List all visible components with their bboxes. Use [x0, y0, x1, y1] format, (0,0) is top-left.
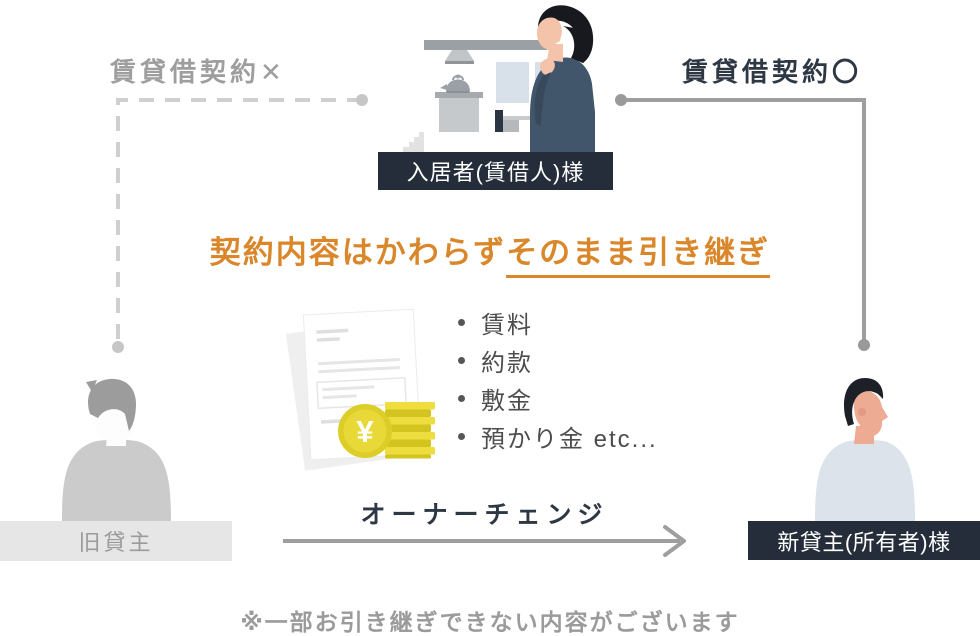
bullet-dot-icon [458, 356, 465, 364]
new-landlord-hair [843, 378, 884, 426]
svg-text:¥: ¥ [356, 414, 374, 449]
headline: 契約内容はかわらずそのまま引き継ぎ [0, 227, 980, 278]
bullet-dot-icon [458, 318, 465, 326]
old-contract-dashed-connector [112, 94, 368, 353]
tenant-arm [534, 72, 551, 126]
handover-items-list: 賃料 約款 敷金 預かり金 etc... [452, 303, 658, 455]
tenant-label: 入居者(賃借人)様 [378, 152, 613, 190]
owner-change-label: オーナーチェンジ [360, 501, 609, 529]
new-landlord-illustration [815, 378, 915, 521]
new-landlord-body [815, 439, 915, 521]
new-landlord-face [853, 390, 888, 437]
new-landlord-person [815, 378, 915, 521]
list-item-label: 約款 [481, 349, 533, 377]
tenant-face [537, 17, 562, 52]
old-landlord-body [62, 439, 171, 521]
bullet-dot-icon [458, 394, 465, 402]
bullet-dot-icon [458, 432, 465, 440]
kitchen-shelf [503, 120, 519, 132]
old-landlord-illustration [62, 378, 171, 521]
footnote: ※一部お引き継ぎできない内容がございます [240, 609, 740, 635]
tenant-hand [540, 58, 555, 75]
kitchen-wall-band [424, 40, 547, 50]
list-item-label: 預かり金 etc... [481, 425, 658, 453]
yen-coin-icon: ¥ [338, 404, 392, 458]
kitchen-counter [435, 92, 483, 132]
tenant-kitchen-illustration [403, 5, 595, 160]
new-contract-connector [615, 94, 870, 351]
list-item: 預かり金 etc... [452, 417, 658, 455]
new-contract-caption: 賃貸借契約〇 [682, 57, 863, 87]
old-landlord-label: 旧貸主 [0, 521, 232, 561]
kitchen-appliance [495, 110, 503, 132]
list-item: 賃料 [452, 303, 658, 341]
old-contract-caption: 賃貸借契約✕ [110, 57, 286, 87]
old-landlord-person [62, 378, 171, 521]
list-item-label: 敷金 [481, 387, 533, 415]
documents-coins-illustration: ¥ [285, 308, 435, 471]
list-item-label: 賃料 [481, 311, 533, 339]
headline-prefix: 契約内容はかわらず [209, 235, 507, 270]
range-hood [445, 50, 474, 64]
coin-stack-icon [385, 402, 435, 459]
kitchen-shelf-band [503, 116, 533, 120]
new-landlord-label: 新貸主(所有者)様 [748, 521, 980, 560]
list-item: 約款 [452, 341, 658, 379]
tenant-person [530, 5, 595, 160]
old-landlord-hair [88, 378, 136, 431]
headline-underlined: そのまま引き継ぎ [506, 235, 771, 278]
kettle-icon [440, 74, 470, 93]
owner-change-arrow-icon [283, 525, 686, 557]
list-item: 敷金 [452, 379, 658, 417]
